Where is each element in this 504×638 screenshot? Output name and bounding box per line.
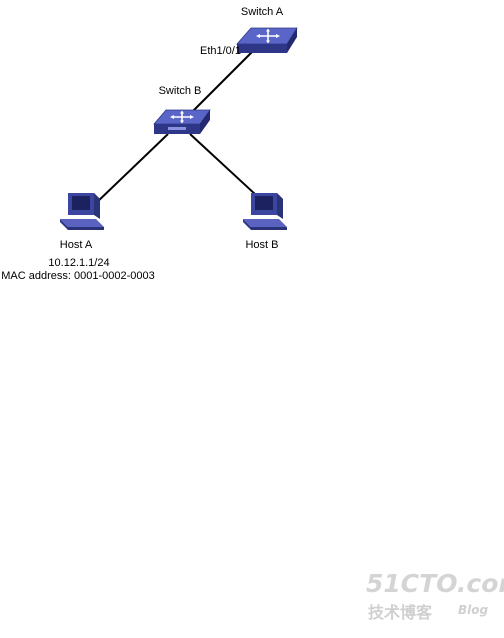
host-a [60,193,104,230]
watermark-tagline: 技术博客 [368,603,433,622]
watermark-blog: Blog [458,603,489,617]
host-b [243,193,287,230]
host-b-label: Host B [245,239,278,251]
host-a-label: Host A [60,239,93,251]
computer-icon [60,193,104,230]
host-a-ip-label: 10.12.1.1/24 [48,257,109,269]
link-switchB-hostB [189,133,257,196]
switch-a-label: Switch A [241,6,284,18]
switch-icon [153,109,211,134]
switch-icon [236,27,298,53]
switch-a [236,27,298,53]
watermark: 51CTO.com 技术博客 Blog [366,569,504,622]
switch-b-label: Switch B [159,85,202,97]
watermark-logo: 51CTO.com [366,569,504,598]
switch-b [153,109,211,134]
switch-a-port-label: Eth1/0/1 [200,45,241,57]
computer-icon [243,193,287,230]
host-a-mac-label: MAC address: 0001-0002-0003 [1,270,154,282]
link-switchB-hostA [93,133,169,206]
